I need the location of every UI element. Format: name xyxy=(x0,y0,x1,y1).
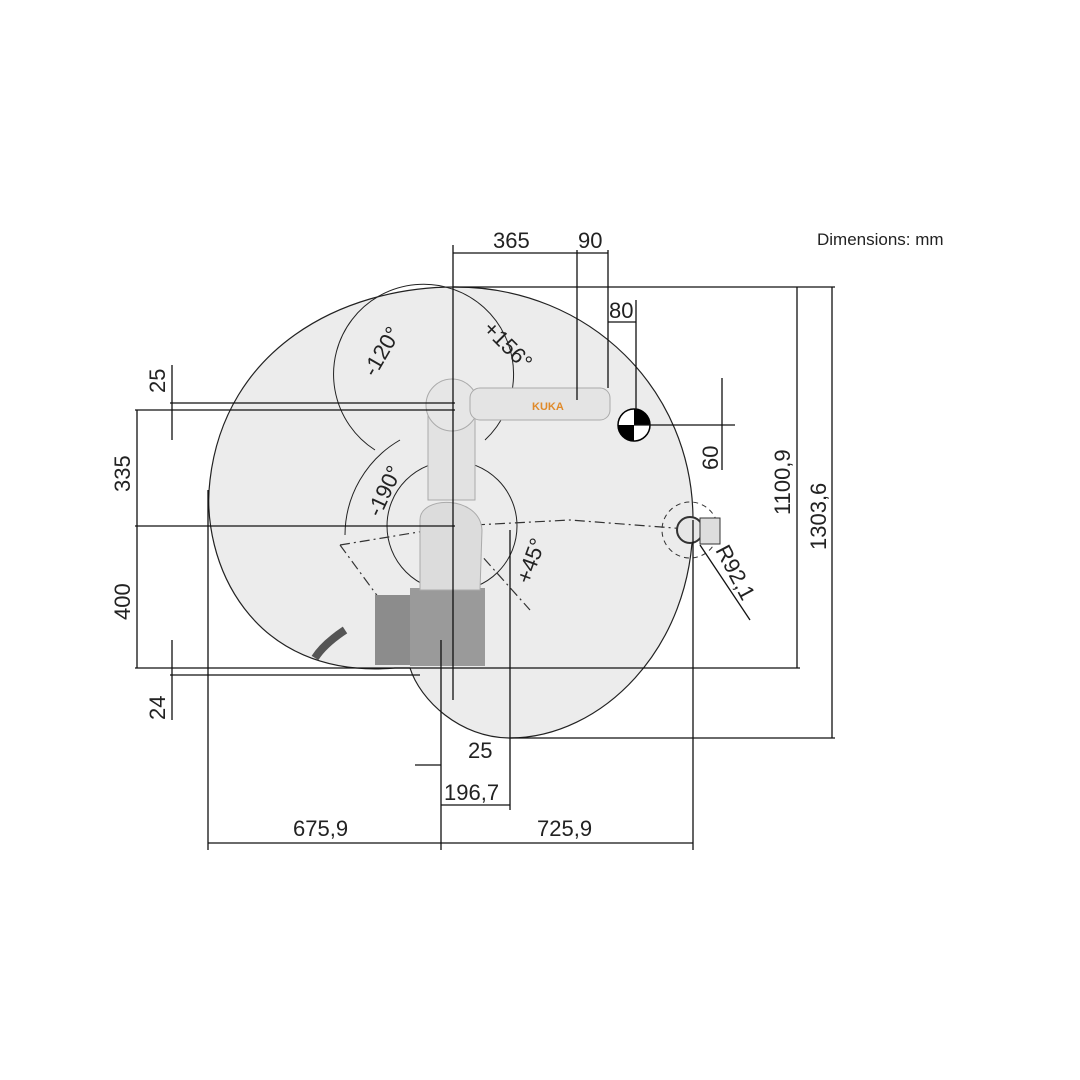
dimension-lines xyxy=(135,245,835,850)
robot-arm xyxy=(469,387,611,421)
dim-left-25: 25 xyxy=(145,369,170,393)
axis-arc-left xyxy=(344,439,401,536)
robot-link-1 xyxy=(419,501,483,591)
flange-wrist xyxy=(676,516,704,544)
dim-1303-6: 1303,6 xyxy=(806,483,831,550)
dim-675-9: 675,9 xyxy=(293,816,348,841)
dim-24: 24 xyxy=(145,696,170,720)
axis2-arc xyxy=(333,283,515,451)
centerline-wrist xyxy=(454,519,701,531)
centerline-a3 xyxy=(339,544,396,621)
robot: KUKA xyxy=(311,378,721,666)
brand-logo: KUKA xyxy=(532,401,564,413)
units-note: Dimensions: mm xyxy=(817,230,944,249)
dim-bottom-25: 25 xyxy=(468,738,492,763)
cable xyxy=(311,626,348,661)
flange-tool xyxy=(699,517,721,545)
dim-335: 335 xyxy=(110,455,135,492)
dim-90: 90 xyxy=(578,228,602,253)
dim-1100-9: 1100,9 xyxy=(770,449,795,515)
dim-80: 80 xyxy=(609,298,633,323)
dim-196-7: 196,7 xyxy=(444,780,499,805)
dim-725-9: 725,9 xyxy=(537,816,592,841)
dim-365: 365 xyxy=(493,228,530,253)
dim-60: 60 xyxy=(698,446,723,470)
dim-400: 400 xyxy=(110,583,135,620)
robot-base xyxy=(410,588,485,666)
